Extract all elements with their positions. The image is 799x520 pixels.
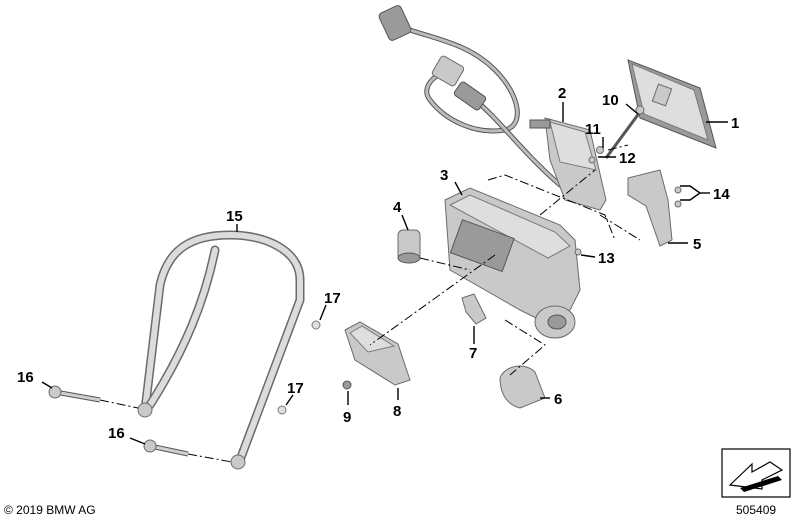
callout-8: 8 — [393, 403, 401, 420]
callout-17b: 17 — [287, 380, 304, 397]
callout-1: 1 — [731, 115, 739, 132]
part-5-bracket — [627, 169, 682, 247]
arrow-diagram-icon — [721, 448, 791, 498]
callout-4: 4 — [393, 199, 402, 216]
copyright-text: © 2019 BMW AG — [4, 503, 96, 517]
part-1-bracket-plate — [627, 59, 717, 149]
part-9-nut — [342, 380, 352, 390]
callout-9: 9 — [343, 409, 351, 426]
assembly-lines — [99, 144, 641, 463]
part-16-bolts — [48, 385, 189, 457]
callout-2: 2 — [558, 85, 566, 102]
screws-10-11-12 — [588, 105, 645, 164]
part-2-holder — [529, 117, 607, 211]
cable-harness — [378, 5, 563, 188]
part-15-tube-frame — [137, 230, 305, 470]
callout-12: 12 — [619, 150, 636, 167]
callout-17a: 17 — [324, 290, 341, 307]
part-4-knob — [397, 229, 421, 264]
part-8-cover — [344, 321, 411, 386]
callout-15: 15 — [226, 208, 243, 225]
callout-16b: 16 — [108, 425, 125, 442]
part-3-housing — [444, 187, 581, 339]
callout-5: 5 — [693, 236, 701, 253]
callout-11: 11 — [585, 121, 601, 138]
callout-3: 3 — [440, 167, 448, 184]
callout-13: 13 — [598, 250, 615, 267]
part-17-washer-a — [311, 320, 321, 330]
callout-10: 10 — [602, 92, 619, 109]
part-7-clip — [461, 293, 487, 325]
diagram-id: 505409 — [736, 503, 776, 517]
callout-14: 14 — [713, 186, 730, 203]
part-17-washer-b — [277, 405, 287, 415]
callout-6: 6 — [554, 391, 562, 408]
callout-leaders — [41, 102, 728, 445]
callout-16a: 16 — [17, 369, 34, 386]
callout-7: 7 — [469, 345, 477, 362]
part-6-end-cap — [499, 365, 546, 409]
part-13-screw — [574, 248, 582, 256]
